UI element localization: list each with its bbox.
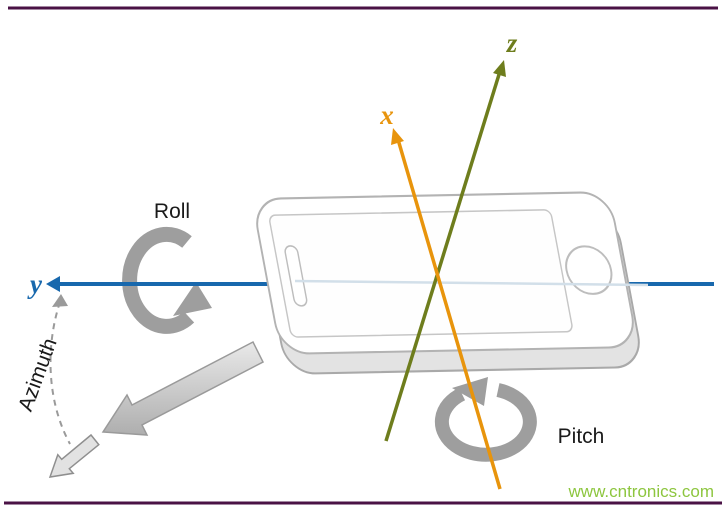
phone-screen (269, 209, 573, 338)
roll-arrowhead (173, 282, 212, 316)
roll-arc (122, 226, 195, 334)
watermark: www.cntronics.com (568, 482, 714, 501)
z-axis-line (384, 67, 503, 442)
x-axis: x (379, 100, 502, 490)
z-axis-arrowhead (493, 60, 506, 77)
azimuth-pointer-arrow (48, 433, 100, 478)
phone (256, 191, 649, 375)
phone-home-button (565, 245, 613, 295)
z-axis: z (384, 28, 518, 442)
azimuth-dashed-curve (49, 301, 71, 445)
azimuth-direction-arrow (101, 340, 265, 436)
azimuth-dashed-arrowhead (52, 294, 68, 307)
y-axis-label: y (27, 269, 43, 299)
azimuth-dashed-arrow (49, 294, 71, 445)
x-axis-arrowhead (391, 128, 404, 145)
phone-midline-faint (294, 279, 649, 287)
y-axis-arrowhead (46, 276, 60, 292)
z-axis-label: z (506, 28, 518, 58)
x-axis-label: x (379, 100, 394, 130)
pitch-label: Pitch (558, 425, 605, 448)
phone-top-face (256, 191, 634, 355)
x-axis-line (395, 135, 502, 490)
roll-rotation-arrow (122, 226, 212, 334)
phone-speaker (284, 245, 308, 307)
roll-label: Roll (154, 200, 190, 223)
pitch-arc (434, 383, 537, 462)
